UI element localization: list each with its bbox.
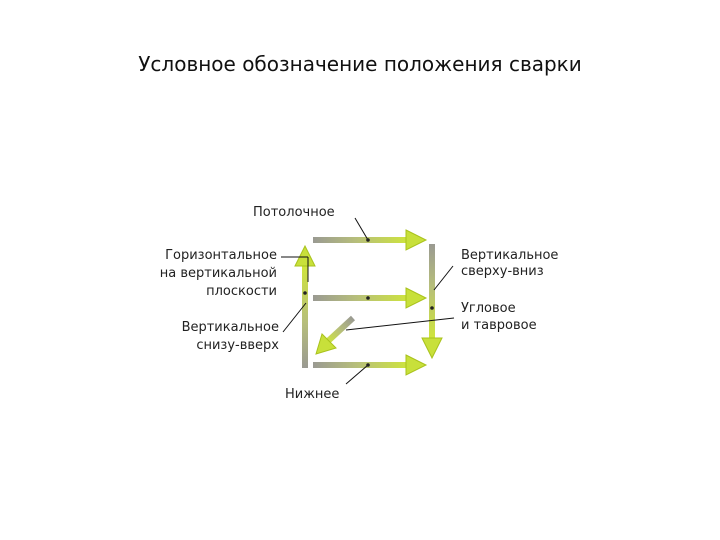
leader-lines <box>281 217 455 385</box>
vertical-up-arrow <box>294 244 316 368</box>
vertical-down-arrow <box>421 244 443 360</box>
label-vertical-up-line1: Вертикальное <box>182 320 279 335</box>
label-vertical-down-line2: сверху-вниз <box>461 264 544 279</box>
label-horizontal-line3: плоскости <box>206 284 277 299</box>
junction-dots <box>303 238 434 367</box>
horizontal-arrow <box>313 287 428 309</box>
label-vertical-up-line2: снизу-вверх <box>196 338 279 353</box>
label-bottom: Нижнее <box>285 387 339 402</box>
ceiling-arrow <box>313 229 428 251</box>
label-vertical-down-line1: Вертикальное <box>461 248 558 263</box>
bottom-arrow <box>313 354 428 376</box>
label-corner-line1: Угловое <box>461 301 516 316</box>
corner-arrow <box>315 315 356 355</box>
label-horizontal-line1: Горизонтальное <box>165 248 277 263</box>
label-horizontal-line2: на вертикальной <box>160 266 277 281</box>
page-title: Условное обозначение положения сварки <box>138 52 582 76</box>
label-corner-line2: и тавровое <box>461 318 537 333</box>
label-ceiling: Потолочное <box>253 205 335 220</box>
